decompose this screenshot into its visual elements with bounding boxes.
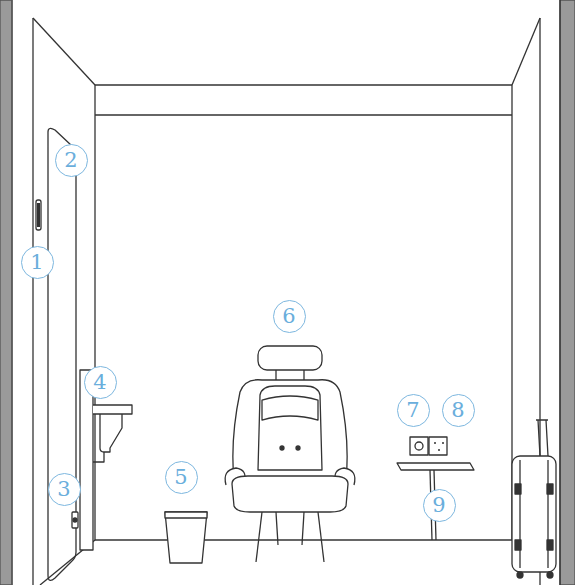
back-wall	[95, 84, 512, 85]
callout-circle: 5	[165, 461, 198, 494]
shelf	[93, 405, 132, 414]
left-wall-band	[0, 0, 12, 585]
shelf-bracket	[80, 370, 93, 550]
callout-number: 2	[64, 150, 77, 171]
callout-circle: 7	[397, 394, 430, 427]
left-wall-edge	[32, 18, 33, 585]
side-table	[397, 463, 474, 470]
socket	[429, 437, 447, 455]
callout-circle: 8	[442, 394, 475, 427]
right-wall-band	[560, 0, 575, 585]
callout-circle: 1	[21, 246, 54, 279]
callout-circle: 4	[84, 366, 117, 399]
callout-circle: 6	[273, 300, 306, 333]
trash-can	[165, 512, 207, 563]
armchair	[225, 346, 355, 562]
callout-number: 6	[282, 306, 295, 327]
callout-circle: 2	[55, 144, 88, 177]
suitcase	[512, 420, 556, 578]
callout-number: 1	[30, 252, 43, 273]
socket	[410, 437, 428, 455]
callout-circle: 3	[48, 473, 81, 506]
ceiling-line	[33, 18, 95, 85]
callout-number: 4	[93, 372, 106, 393]
door-handle	[36, 200, 41, 230]
callout-circle: 9	[423, 489, 456, 522]
callout-number: 3	[57, 479, 70, 500]
door-lock	[72, 512, 78, 528]
callout-number: 5	[174, 467, 187, 488]
ceiling-line	[512, 18, 540, 85]
callout-number: 8	[451, 400, 464, 421]
callout-number: 7	[406, 400, 419, 421]
callout-number: 9	[432, 495, 445, 516]
